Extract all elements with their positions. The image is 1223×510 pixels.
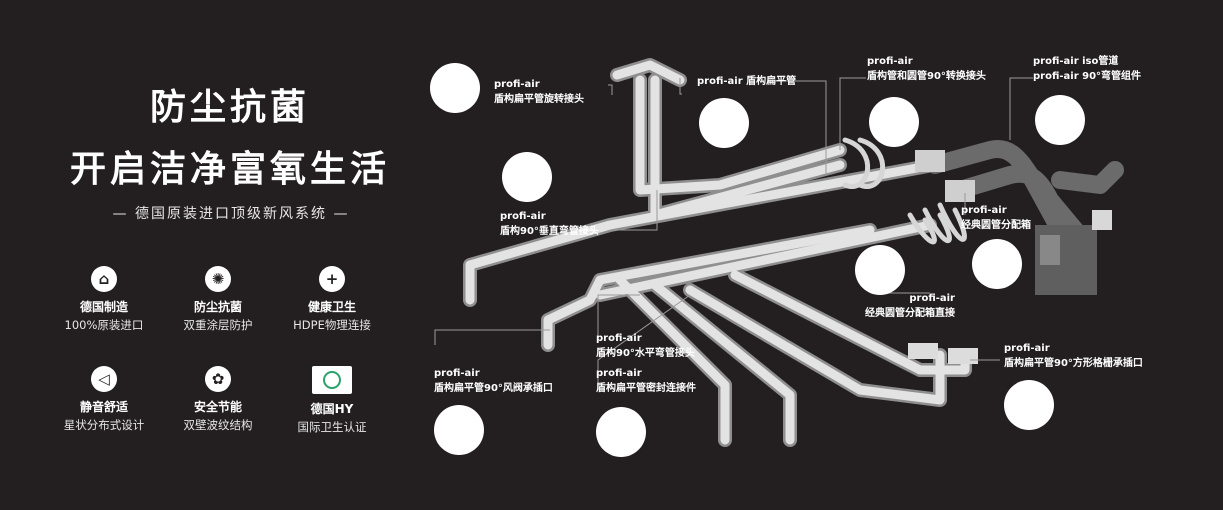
headline-line2: 开启洁净富氧生活 bbox=[69, 149, 390, 190]
damper-socket-photo bbox=[434, 405, 484, 455]
transition-joint-photo bbox=[869, 97, 919, 147]
grille-socket-photo bbox=[1004, 380, 1054, 430]
feature-energy: ✿ 安全节能 双壁波纹结构 bbox=[158, 366, 278, 433]
callout-flat-pipe: profi-air 盾构扁平管 bbox=[697, 76, 797, 87]
fan-icon: ✿ bbox=[205, 366, 231, 392]
headline-line1: 防尘抗菌 bbox=[149, 87, 310, 128]
feature-certification: 德国HY 国际卫生认证 bbox=[272, 366, 392, 435]
shield-icon: ✺ bbox=[205, 266, 231, 292]
house-icon: ⌂ bbox=[91, 266, 117, 292]
distribution-box-photo bbox=[972, 239, 1022, 289]
rotary-joint-photo bbox=[430, 63, 480, 113]
mute-icon: ◁ bbox=[91, 366, 117, 392]
vertical-bend-photo bbox=[502, 152, 552, 202]
plus-icon: + bbox=[319, 266, 345, 292]
feature-german-made: ⌂ 德国制造 100%原装进口 bbox=[44, 266, 164, 333]
subtitle: — 德国原装进口顶级新风系统 — bbox=[112, 206, 350, 222]
seal-connector-photo bbox=[596, 407, 646, 457]
feature-hygiene: + 健康卫生 HDPE物理连接 bbox=[272, 266, 392, 333]
flat-pipe-photo bbox=[699, 98, 749, 148]
iso-pipe-photo bbox=[1035, 95, 1085, 145]
box-connector-photo bbox=[855, 245, 905, 295]
feature-dust-proof: ✺ 防尘抗菌 双重涂层防护 bbox=[158, 266, 278, 333]
certificate-icon bbox=[312, 366, 352, 394]
feature-quiet: ◁ 静音舒适 星状分布式设计 bbox=[44, 366, 164, 433]
